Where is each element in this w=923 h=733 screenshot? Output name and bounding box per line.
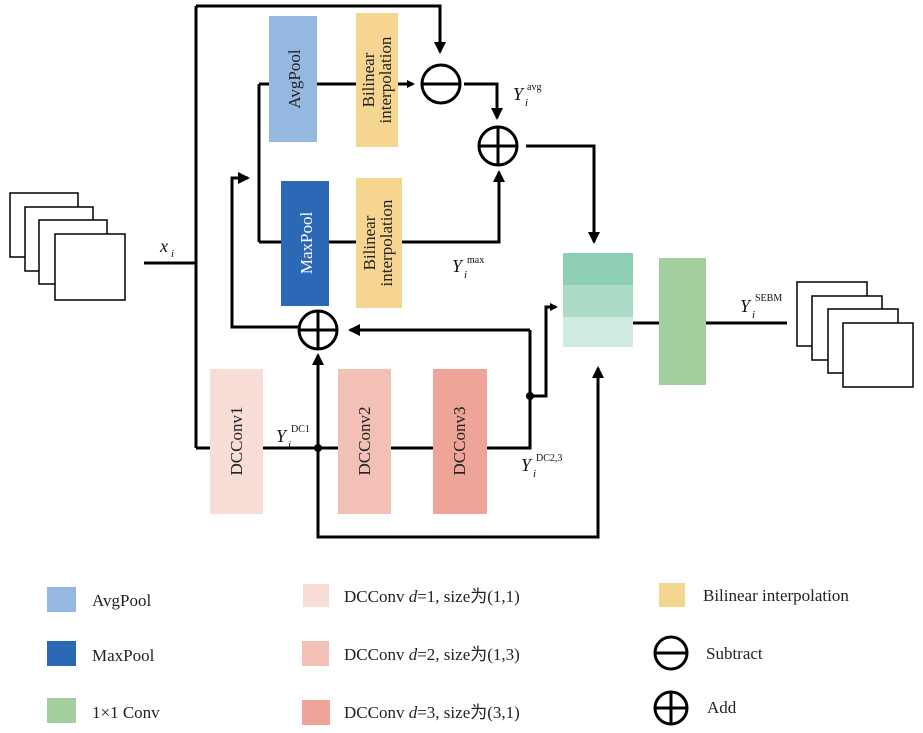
wire-ymax-to-add <box>402 170 505 244</box>
legend-label-dcconv-d3: DCConv d=3, size为(3,1) <box>344 703 520 722</box>
bilinear-top-label-1: Bilinear <box>359 52 378 107</box>
legend-label-dcconv-d2: DCConv d=2, size为(1,3) <box>344 645 520 664</box>
wire-skip-to-subtract <box>196 4 446 54</box>
legend-swatch-bilinear <box>659 583 685 607</box>
label-y-max: Y i max <box>452 255 484 281</box>
concat-block <box>563 253 633 347</box>
svg-text:max: max <box>467 255 484 266</box>
add-operator-top-icon <box>477 125 519 167</box>
label-y-dc1: Y i DC1 <box>276 424 310 451</box>
wire-add-to-pools <box>230 172 300 329</box>
legend-subtract-icon <box>653 635 689 671</box>
subtract-operator-icon <box>420 63 462 105</box>
wire-dc23-to-concat <box>530 303 558 398</box>
bilinear-top-block <box>356 13 398 147</box>
svg-text:avg: avg <box>527 82 541 93</box>
wire-dc1-to-concat <box>316 366 604 539</box>
svg-text:Y: Y <box>452 256 464 276</box>
label-y-dc23: Y i DC2,3 <box>521 453 562 480</box>
legend-label-maxpool: MaxPool <box>92 646 155 665</box>
svg-text:i: i <box>533 468 536 480</box>
concat-segment-1 <box>563 253 633 285</box>
legend: AvgPool MaxPool 1×1 Conv DCConv d=1, siz… <box>47 583 849 726</box>
dcconv3-block <box>433 369 487 514</box>
svg-text:x: x <box>159 236 168 256</box>
legend-label-dcconv-d1: DCConv d=1, size为(1,1) <box>344 587 520 606</box>
svg-text:i: i <box>171 248 174 260</box>
wire-dc3-out <box>487 330 532 450</box>
bilinear-bottom-block <box>356 178 402 308</box>
label-x-i: x i <box>159 236 174 260</box>
legend-label-conv1x1: 1×1 Conv <box>92 703 160 722</box>
output-feature-maps-icon <box>796 281 914 388</box>
input-feature-maps-icon <box>9 192 126 301</box>
svg-text:i: i <box>752 309 755 321</box>
svg-text:DC2,3: DC2,3 <box>536 453 562 464</box>
legend-label-subtract: Subtract <box>706 644 763 663</box>
svg-text:Y: Y <box>276 426 288 446</box>
maxpool-label: MaxPool <box>297 212 316 275</box>
dcconv1-block <box>210 369 263 514</box>
wire-add-to-concat <box>526 144 600 244</box>
svg-text:i: i <box>464 269 467 281</box>
legend-label-add: Add <box>707 698 737 717</box>
add-operator-middle-icon <box>297 309 339 351</box>
legend-label-bilinear: Bilinear interpolation <box>703 586 849 605</box>
concat-segment-2 <box>563 285 633 317</box>
legend-swatch-dcconv-d3 <box>302 700 330 725</box>
svg-text:i: i <box>525 97 528 109</box>
label-y-sebm: Y i SEBM <box>740 293 782 321</box>
svg-text:SEBM: SEBM <box>755 293 782 304</box>
legend-label-avgpool: AvgPool <box>92 591 151 610</box>
legend-swatch-dcconv-d2 <box>302 641 329 666</box>
legend-swatch-dcconv-d1 <box>303 584 329 607</box>
dcconv3-label: DCConv3 <box>450 407 469 476</box>
avgpool-block <box>269 16 317 142</box>
bilinear-top-label-2: interpolation <box>376 36 395 123</box>
dcconv2-block <box>338 369 391 514</box>
dcconv1-label: DCConv1 <box>227 407 246 476</box>
svg-text:Y: Y <box>740 296 752 316</box>
svg-text:i: i <box>288 439 291 451</box>
dcconv2-label: DCConv2 <box>355 407 374 476</box>
legend-swatch-conv1x1 <box>47 698 76 723</box>
svg-text:Y: Y <box>513 84 525 104</box>
junction-dc1 <box>314 444 322 452</box>
junction-dc23 <box>526 392 534 400</box>
svg-text:DC1: DC1 <box>291 424 310 435</box>
legend-add-icon <box>653 690 689 726</box>
label-y-avg: Y i avg <box>513 82 541 109</box>
bilinear-bottom-label-1: Bilinear <box>360 215 379 270</box>
legend-swatch-maxpool <box>47 641 76 666</box>
concat-segment-3 <box>563 317 633 347</box>
legend-swatch-avgpool <box>47 587 76 612</box>
connections <box>144 4 787 539</box>
svg-text:Y: Y <box>521 455 533 475</box>
avgpool-label: AvgPool <box>285 49 304 108</box>
bilinear-bottom-label-2: interpolation <box>377 199 396 286</box>
conv1x1-block <box>659 258 706 385</box>
maxpool-block <box>281 181 329 306</box>
wire-yavg-to-add <box>464 82 503 120</box>
